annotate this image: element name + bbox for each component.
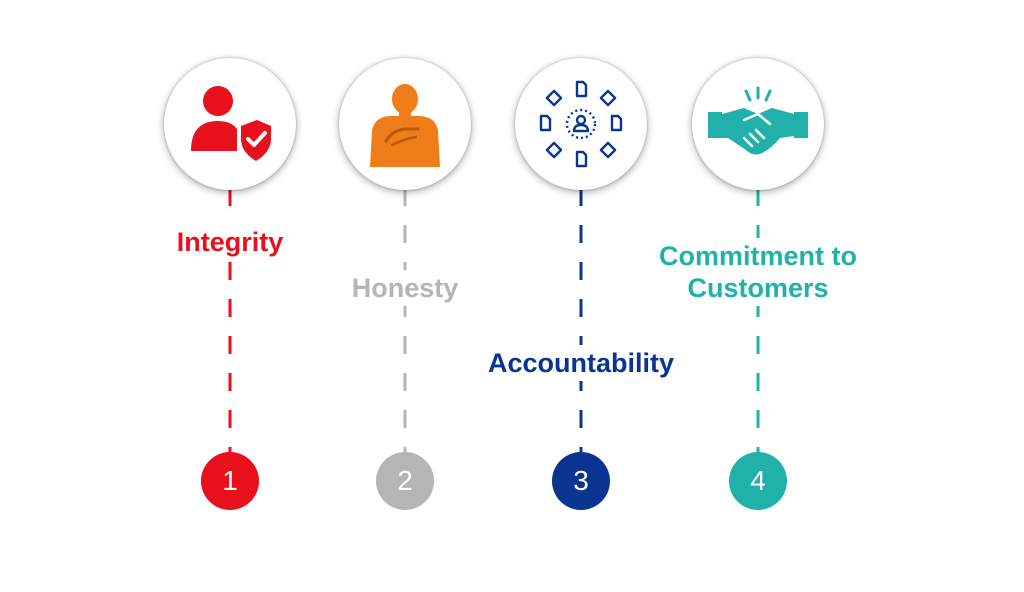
dashed-connector bbox=[756, 188, 760, 453]
value-title-commitment: Commitment to Customers bbox=[618, 238, 898, 306]
value-title-commitment-line2: Customers bbox=[687, 273, 829, 303]
value-commitment: Commitment to Customers 4 bbox=[618, 0, 898, 592]
honesty-icon-circle bbox=[339, 58, 471, 190]
hand-on-heart-icon bbox=[370, 84, 440, 167]
value-accountability: Accountability 3 bbox=[441, 0, 721, 592]
handshake-icon bbox=[708, 86, 808, 155]
step-number-3: 3 bbox=[552, 452, 610, 510]
dashed-connector bbox=[579, 188, 583, 453]
value-title-commitment-line1: Commitment to bbox=[659, 241, 857, 271]
value-title-accountability: Accountability bbox=[441, 345, 721, 381]
commitment-icon-circle bbox=[692, 58, 824, 190]
integrity-icon-circle bbox=[164, 58, 296, 190]
user-shield-icon bbox=[191, 86, 275, 165]
accountability-icon-circle bbox=[515, 58, 647, 190]
step-number-2: 2 bbox=[376, 452, 434, 510]
step-number-1: 1 bbox=[201, 452, 259, 510]
value-title-integrity: Integrity bbox=[90, 224, 370, 260]
value-title-honesty: Honesty bbox=[265, 270, 545, 306]
user-network-icon bbox=[539, 80, 623, 168]
dashed-connector bbox=[403, 188, 407, 453]
value-integrity: Integrity 1 bbox=[90, 0, 370, 592]
value-honesty: Honesty 2 bbox=[265, 0, 545, 592]
step-number-4: 4 bbox=[729, 452, 787, 510]
